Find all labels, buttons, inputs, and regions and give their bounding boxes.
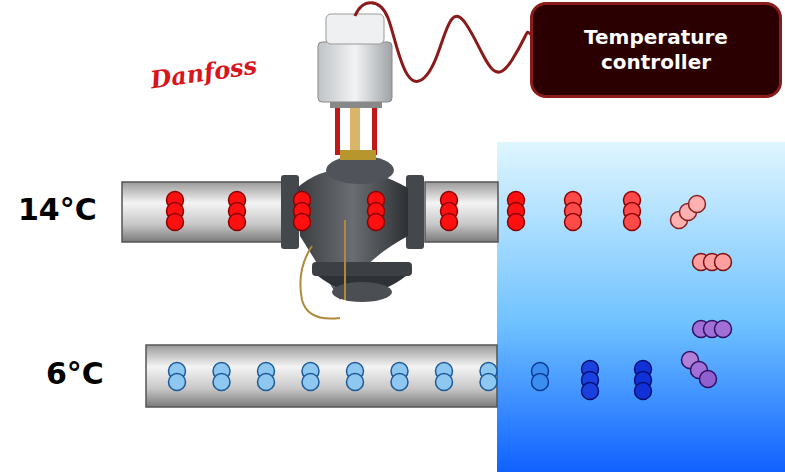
- heat-exchanger-panel: [497, 142, 785, 472]
- brand-logo: Danfoss: [149, 51, 259, 95]
- valve-body: [281, 156, 424, 319]
- water-molecules: [167, 192, 732, 400]
- molecule-dot: [229, 214, 246, 231]
- molecule-dot: [258, 374, 275, 391]
- signal-wire: [355, 3, 534, 82]
- molecule-dot: [391, 374, 408, 391]
- molecule-dot: [436, 374, 453, 391]
- supply-pipe: [425, 182, 498, 242]
- molecule-dot: [700, 371, 717, 388]
- molecule-dot: [441, 214, 458, 231]
- molecule-dot: [508, 214, 525, 231]
- molecule-dot: [715, 254, 732, 271]
- temperature-label: 6°C: [46, 356, 104, 391]
- molecule-dot: [480, 374, 497, 391]
- molecule-dot: [294, 214, 311, 231]
- molecule-dot: [169, 374, 186, 391]
- molecule-dot: [582, 383, 599, 400]
- temperature-label: 14°C: [18, 192, 97, 227]
- valve-actuator: [318, 14, 392, 160]
- molecule-dot: [302, 374, 319, 391]
- molecule-dot: [167, 214, 184, 231]
- molecule-dot: [213, 374, 230, 391]
- molecule-dot: [689, 196, 706, 213]
- return-pipe: [146, 345, 497, 407]
- molecule-dot: [565, 214, 582, 231]
- controller-box: Temperature controller: [530, 2, 782, 98]
- molecule-dot: [635, 383, 652, 400]
- molecule-dot: [347, 374, 364, 391]
- supply-pipe: [122, 182, 282, 242]
- molecule-dot: [368, 214, 385, 231]
- molecule-dot: [715, 321, 732, 338]
- controller-label: Temperature controller: [571, 25, 741, 75]
- molecule-dot: [532, 374, 549, 391]
- molecule-dot: [624, 214, 641, 231]
